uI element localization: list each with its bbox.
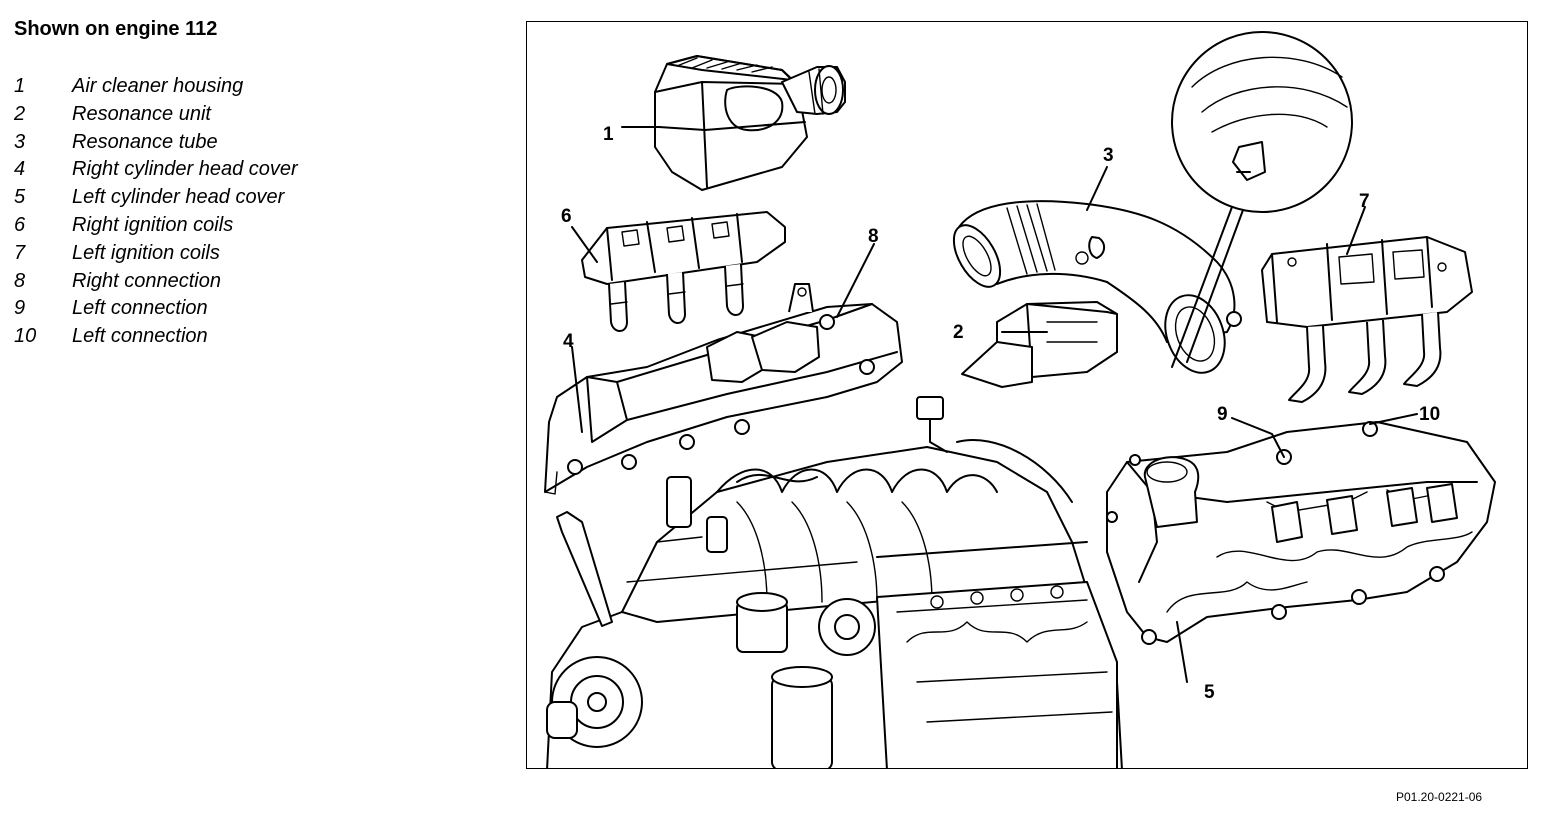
engine-diagram: 1 2 3 4 5 6 7 8 9 10 bbox=[526, 21, 1528, 769]
legend-item: 4 Right cylinder head cover bbox=[14, 156, 298, 184]
leader-line-6 bbox=[571, 226, 598, 263]
detail-magnifier bbox=[1171, 31, 1353, 368]
right-ignition-coils bbox=[581, 211, 786, 332]
resonance-tube bbox=[952, 200, 1242, 374]
legend-number: 7 bbox=[14, 241, 26, 264]
page-title: Shown on engine 112 bbox=[14, 18, 218, 40]
callout-2: 2 bbox=[953, 322, 964, 343]
legend-item: 2 Resonance unit bbox=[14, 101, 298, 129]
legend-item: 7 Left ignition coils bbox=[14, 240, 298, 268]
legend-number: 6 bbox=[14, 213, 26, 236]
legend-item: 9 Left connection bbox=[14, 295, 298, 323]
legend-number: 2 bbox=[14, 102, 26, 125]
legend-number: 1 bbox=[14, 75, 26, 97]
legend-number: 5 bbox=[14, 186, 26, 209]
air-cleaner-housing bbox=[654, 55, 846, 191]
legend-number: 4 bbox=[14, 158, 26, 181]
legend-label: Air cleaner housing bbox=[72, 75, 244, 97]
callout-9: 9 bbox=[1217, 404, 1228, 425]
legend-label: Left connection bbox=[72, 297, 208, 320]
left-ignition-coils bbox=[1261, 236, 1473, 403]
legend-item: 5 Left cylinder head cover bbox=[14, 184, 298, 212]
legend-label: Right connection bbox=[72, 269, 221, 292]
engine-block bbox=[546, 396, 1123, 768]
callout-7: 7 bbox=[1359, 191, 1370, 212]
leader-line-7 bbox=[1346, 206, 1366, 255]
legend-item: 1 Air cleaner housing bbox=[14, 73, 298, 101]
legend-item: 10 Left connection bbox=[14, 323, 298, 351]
leader-line-3 bbox=[1086, 166, 1108, 211]
leader-line-8 bbox=[836, 243, 875, 318]
legend-label: Left ignition coils bbox=[72, 241, 220, 264]
callout-1: 1 bbox=[603, 124, 614, 145]
legend-label: Resonance unit bbox=[72, 102, 211, 125]
legend-label: Resonance tube bbox=[72, 130, 218, 153]
engine-drawing: 1 2 3 4 5 6 7 8 9 10 bbox=[544, 31, 1496, 768]
legend-item: 3 Resonance tube bbox=[14, 129, 298, 157]
right-cylinder-head-cover bbox=[544, 283, 903, 495]
legend-label: Left cylinder head cover bbox=[72, 186, 285, 209]
left-cylinder-head-cover bbox=[1106, 421, 1496, 645]
legend-item: 8 Right connection bbox=[14, 268, 298, 296]
callout-leader-lines bbox=[571, 126, 1418, 683]
legend-number: 10 bbox=[14, 325, 37, 348]
leader-line-5 bbox=[1176, 621, 1188, 683]
leader-line-9 bbox=[1231, 417, 1285, 458]
legend-number: 3 bbox=[14, 130, 26, 153]
callout-8: 8 bbox=[868, 226, 879, 247]
callout-6: 6 bbox=[561, 206, 572, 227]
callout-10: 10 bbox=[1419, 404, 1440, 425]
leader-line-4 bbox=[571, 346, 583, 433]
figure-code: P01.20-0221-06 bbox=[1396, 790, 1483, 804]
legend-item: 6 Right ignition coils bbox=[14, 212, 298, 240]
resonance-unit bbox=[961, 301, 1118, 388]
legend-label: Right cylinder head cover bbox=[72, 158, 298, 181]
leader-line-10 bbox=[1369, 413, 1418, 425]
callout-4: 4 bbox=[563, 331, 574, 352]
callout-5: 5 bbox=[1204, 682, 1215, 703]
legend-label: Right ignition coils bbox=[72, 213, 234, 236]
legend-number: 9 bbox=[14, 297, 26, 320]
legend-label: Left connection bbox=[72, 325, 208, 348]
callout-3: 3 bbox=[1103, 145, 1114, 166]
legend-number: 8 bbox=[14, 269, 26, 292]
parts-legend: 1 Air cleaner housing 2 Resonance unit 3 Re… bbox=[14, 73, 298, 351]
callout-labels: 1 2 3 4 5 6 7 8 9 10 bbox=[561, 124, 1440, 703]
